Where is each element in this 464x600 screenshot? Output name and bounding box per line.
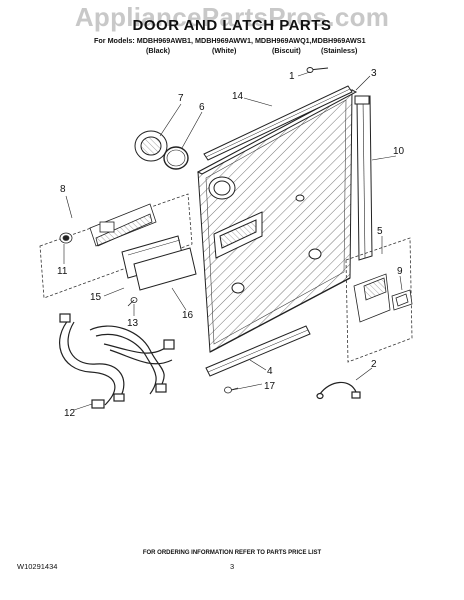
door-cable bbox=[316, 381, 361, 400]
callout-17: 17 bbox=[264, 381, 276, 392]
variant-label-stainless: (Stainless) bbox=[321, 46, 358, 55]
variant-label-black: (Black) bbox=[146, 46, 170, 55]
screw-13 bbox=[127, 297, 138, 307]
callout-8: 8 bbox=[60, 184, 66, 195]
page-number: 3 bbox=[230, 562, 235, 571]
callout-labels: 1 2 3 4 5 6 7 8 9 10 11 12 13 14 15 16 1… bbox=[57, 68, 405, 419]
side-gasket bbox=[354, 95, 373, 261]
latch-assembly-group bbox=[39, 193, 193, 299]
variant-label-white: (White) bbox=[212, 46, 237, 55]
callout-16: 16 bbox=[182, 310, 194, 321]
watermark: AppliancePartsPros.com bbox=[74, 2, 390, 32]
callout-14: 14 bbox=[232, 91, 244, 102]
callout-1: 1 bbox=[289, 71, 295, 82]
callout-13: 13 bbox=[127, 318, 139, 329]
callout-11: 11 bbox=[57, 266, 68, 277]
callout-5: 5 bbox=[377, 226, 383, 237]
top-gasket-strip bbox=[203, 85, 353, 161]
models-line: For Models: MDBH969AWB1, MDBH969AWW1, MD… bbox=[94, 36, 366, 45]
screw-part bbox=[306, 67, 329, 73]
callout-leader-lines bbox=[63, 71, 403, 411]
variant-label-biscuit: (Biscuit) bbox=[272, 46, 301, 55]
page-title: DOOR AND LATCH PARTS bbox=[132, 17, 332, 34]
callout-9: 9 bbox=[397, 266, 403, 277]
document-id: W10291434 bbox=[17, 562, 58, 571]
rinse-aid-cap bbox=[134, 130, 168, 162]
callout-12: 12 bbox=[64, 408, 76, 419]
callout-4: 4 bbox=[267, 366, 273, 377]
cap-gasket-ring bbox=[163, 146, 189, 170]
callout-15: 15 bbox=[90, 292, 102, 303]
control-board-stack bbox=[121, 235, 197, 291]
latch-bracket-group bbox=[345, 237, 413, 363]
ordering-note: FOR ORDERING INFORMATION REFER TO PARTS … bbox=[142, 550, 322, 556]
callout-6: 6 bbox=[199, 102, 205, 113]
callout-2: 2 bbox=[371, 359, 377, 370]
callout-10: 10 bbox=[393, 146, 405, 157]
bottom-trim-strip bbox=[205, 325, 311, 377]
screw-17 bbox=[224, 386, 239, 394]
inner-door-panel bbox=[196, 89, 358, 353]
callout-3: 3 bbox=[371, 68, 377, 79]
wire-harness bbox=[59, 313, 175, 409]
callout-7: 7 bbox=[178, 93, 184, 104]
